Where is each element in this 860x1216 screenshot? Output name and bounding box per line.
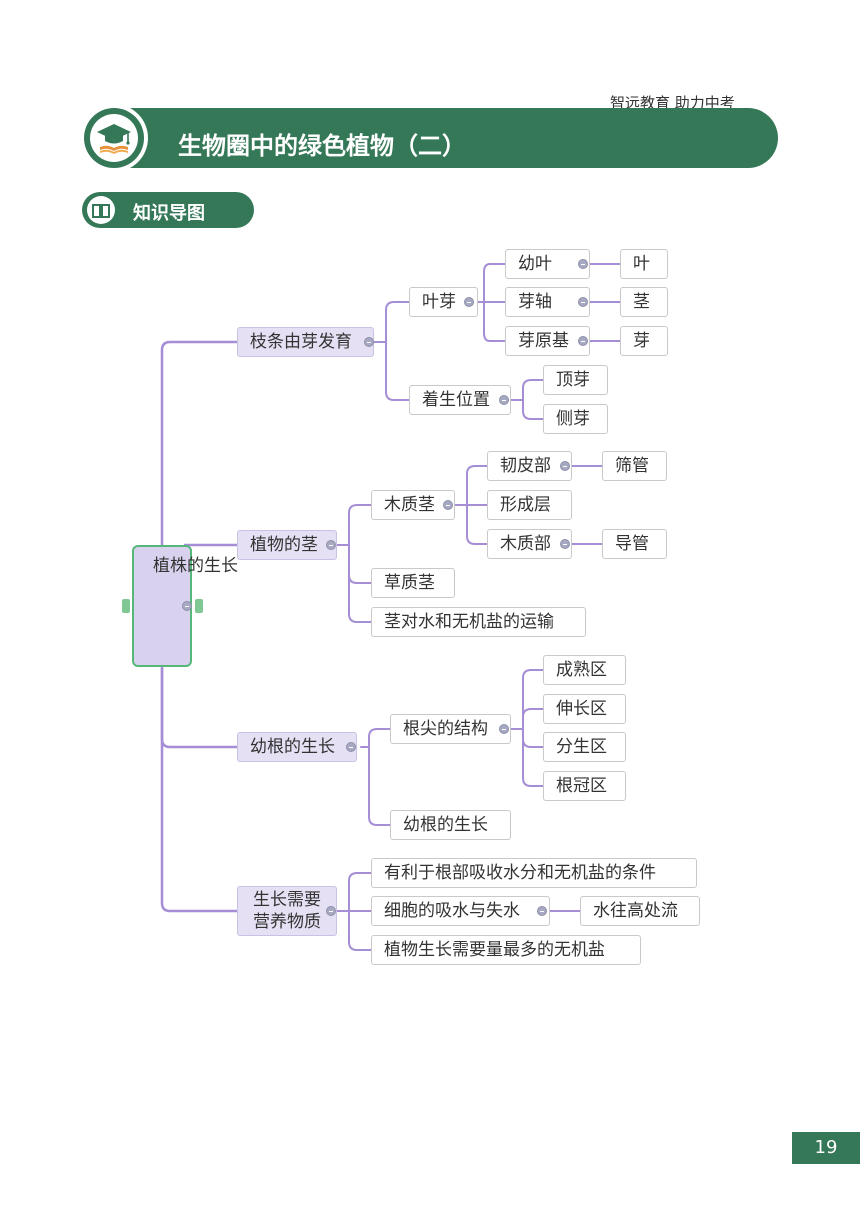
node-herbaceous-stem[interactable]: 草质茎 bbox=[371, 568, 455, 598]
node-bud[interactable]: 芽 bbox=[620, 326, 668, 356]
node-root-tip[interactable]: 根尖的结构 bbox=[390, 714, 511, 744]
node-woody-stem[interactable]: 木质茎 bbox=[371, 490, 455, 520]
node-bud-primordium[interactable]: 芽原基 bbox=[505, 326, 590, 356]
node-young-leaf-toggle-icon[interactable] bbox=[578, 259, 588, 269]
page-title: 生物圈中的绿色植物（二） bbox=[178, 132, 466, 160]
node-leaf-bud-toggle-icon[interactable] bbox=[464, 297, 474, 307]
node-woody-stem-toggle-icon[interactable] bbox=[443, 500, 453, 510]
connector-root-b4 bbox=[160, 666, 239, 913]
collapse-left-icon[interactable] bbox=[122, 599, 130, 613]
header-slogan: 智远教育 助力中考 bbox=[610, 94, 735, 112]
node-xylem[interactable]: 木质部 bbox=[487, 529, 572, 559]
node-position-toggle-icon[interactable] bbox=[499, 395, 509, 405]
node-cambium[interactable]: 形成层 bbox=[487, 490, 572, 520]
node-bud-primordium-toggle-icon[interactable] bbox=[578, 336, 588, 346]
node-young-root-growth[interactable]: 幼根的生长 bbox=[390, 810, 511, 840]
section-title: 知识导图 bbox=[133, 203, 205, 224]
branch-stem[interactable]: 植物的茎 bbox=[237, 530, 337, 560]
branch-young-root[interactable]: 幼根的生长 bbox=[237, 732, 357, 762]
branch-nutrients-line1: 生长需要 bbox=[253, 890, 321, 910]
node-water-flows-up[interactable]: 水往高处流 bbox=[580, 896, 700, 926]
branch-nutrients-toggle-icon[interactable] bbox=[326, 906, 336, 916]
graduation-cap-icon bbox=[90, 114, 138, 162]
connector-root-b3 bbox=[160, 666, 239, 749]
node-vessel[interactable]: 导管 bbox=[602, 529, 667, 559]
node-elongation-zone[interactable]: 伸长区 bbox=[543, 694, 626, 724]
node-position[interactable]: 着生位置 bbox=[409, 385, 511, 415]
book-icon bbox=[87, 196, 115, 224]
branch-young-root-toggle-icon[interactable] bbox=[346, 742, 356, 752]
node-maturation-zone[interactable]: 成熟区 bbox=[543, 655, 626, 685]
page-number: 19 bbox=[792, 1132, 860, 1164]
node-stem-transport[interactable]: 茎对水和无机盐的运输 bbox=[371, 607, 586, 637]
node-bud-axis[interactable]: 芽轴 bbox=[505, 287, 590, 317]
node-main-minerals[interactable]: 植物生长需要量最多的无机盐 bbox=[371, 935, 641, 965]
node-phloem-toggle-icon[interactable] bbox=[560, 461, 570, 471]
node-meristem-zone[interactable]: 分生区 bbox=[543, 732, 626, 762]
branch-stem-toggle-icon[interactable] bbox=[326, 540, 336, 550]
node-leaf[interactable]: 叶 bbox=[620, 249, 668, 279]
node-root-tip-toggle-icon[interactable] bbox=[499, 724, 509, 734]
node-sieve-tube[interactable]: 筛管 bbox=[602, 451, 667, 481]
node-cell-water[interactable]: 细胞的吸水与失水 bbox=[371, 896, 550, 926]
root-label: 植株的生长 bbox=[153, 556, 238, 576]
node-young-leaf[interactable]: 幼叶 bbox=[505, 249, 590, 279]
node-cell-water-toggle-icon[interactable] bbox=[537, 906, 547, 916]
node-root-cap[interactable]: 根冠区 bbox=[543, 771, 626, 801]
branch-nutrients[interactable]: 生长需要 营养物质 bbox=[237, 886, 337, 936]
node-absorption-conditions[interactable]: 有利于根部吸收水分和无机盐的条件 bbox=[371, 858, 697, 888]
title-banner bbox=[100, 108, 778, 168]
branch-shoot-toggle-icon[interactable] bbox=[364, 337, 374, 347]
node-phloem[interactable]: 韧皮部 bbox=[487, 451, 572, 481]
collapse-right-icon[interactable] bbox=[195, 599, 203, 613]
node-xylem-toggle-icon[interactable] bbox=[560, 539, 570, 549]
branch-nutrients-line2: 营养物质 bbox=[253, 912, 321, 932]
branch-shoot[interactable]: 枝条由芽发育 bbox=[237, 327, 374, 357]
root-toggle-icon[interactable] bbox=[182, 601, 192, 611]
node-stem[interactable]: 茎 bbox=[620, 287, 668, 317]
connector-root-b1 bbox=[160, 340, 239, 547]
node-bud-axis-toggle-icon[interactable] bbox=[578, 297, 588, 307]
node-terminal-bud[interactable]: 顶芽 bbox=[543, 365, 608, 395]
node-lateral-bud[interactable]: 侧芽 bbox=[543, 404, 608, 434]
